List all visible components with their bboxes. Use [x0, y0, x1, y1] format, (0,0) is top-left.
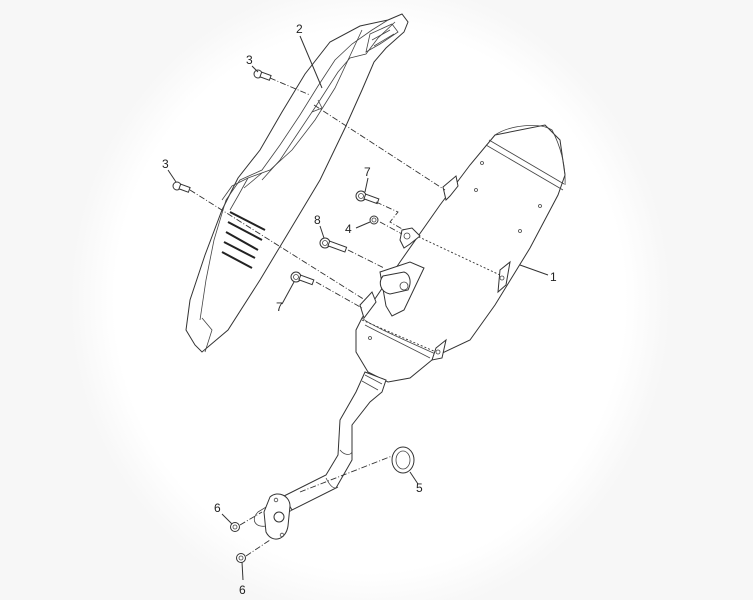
gasket-part	[391, 446, 415, 474]
callout-2: 2	[296, 22, 303, 36]
callout-5: 5	[416, 481, 423, 495]
callout-7-lower: 7	[276, 300, 283, 314]
callout-6-upper: 6	[214, 501, 221, 515]
nut-4	[369, 215, 379, 225]
nut-6-upper	[230, 522, 240, 532]
callout-3-lower: 3	[162, 157, 169, 171]
nut-6-lower	[236, 553, 246, 563]
screw-3-lower	[172, 181, 191, 193]
callout-3-upper: 3	[246, 53, 253, 67]
callout-labels: 1 2 3 3 4 5 6 6 7 7 8	[162, 22, 557, 597]
callout-7-upper: 7	[364, 165, 371, 179]
muffler-part	[355, 124, 566, 383]
leader-lines	[167, 35, 549, 581]
callout-6-lower: 6	[239, 583, 246, 597]
bolt-8	[319, 237, 348, 253]
bolt-7-lower	[290, 271, 315, 286]
callout-8: 8	[314, 213, 321, 227]
guide-lines	[189, 77, 446, 557]
screw-3-upper	[253, 69, 272, 81]
heat-shield-part	[185, 13, 409, 353]
callout-1: 1	[550, 270, 557, 284]
callout-4: 4	[345, 222, 352, 236]
exhaust-pipe-part	[253, 371, 387, 540]
bolt-7-upper	[355, 190, 380, 205]
